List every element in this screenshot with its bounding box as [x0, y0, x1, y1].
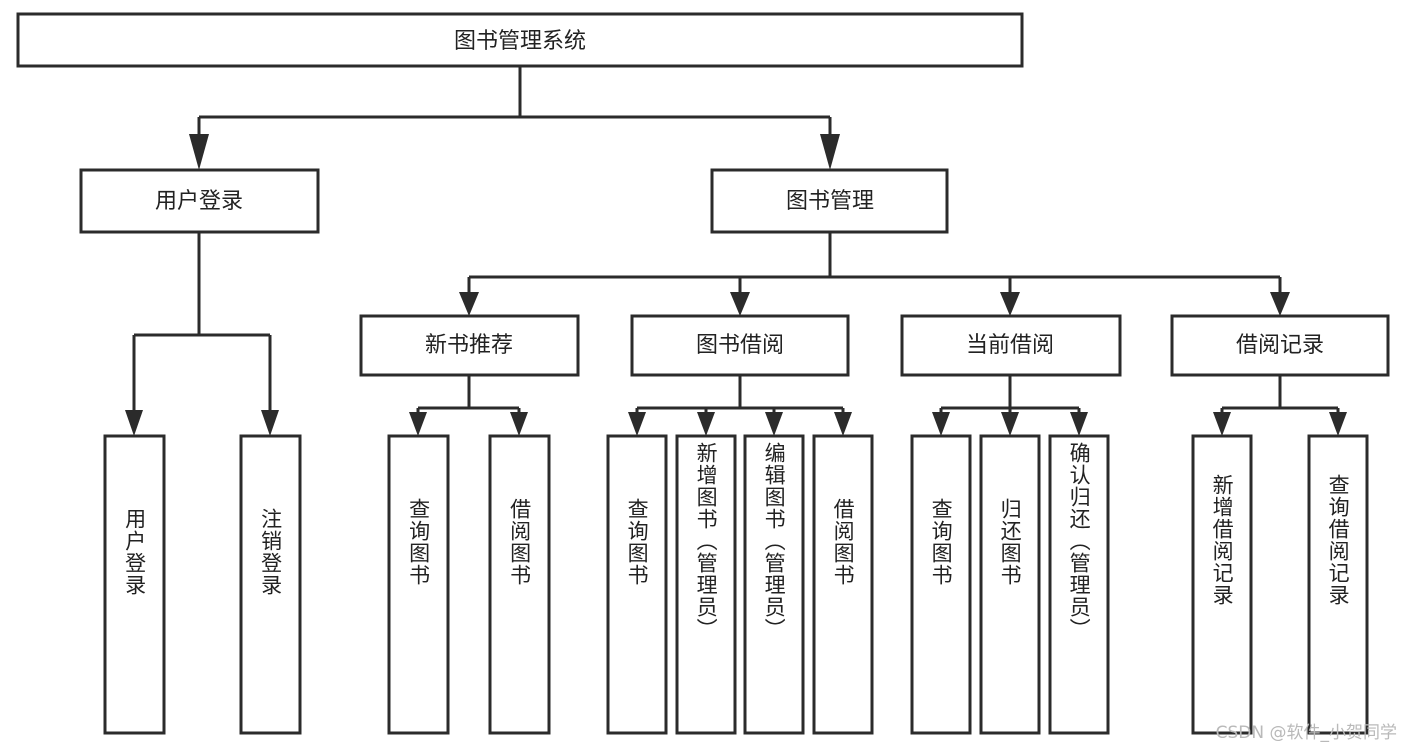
leaf-box[interactable]	[979, 434, 1041, 735]
root-label: 图书管理系统	[454, 29, 586, 54]
arrow-icon	[628, 412, 646, 436]
arrow-icon	[189, 134, 209, 170]
leaf-box[interactable]	[812, 434, 874, 735]
node-borrow-record[interactable]	[1170, 314, 1390, 377]
arrow-icon	[459, 292, 479, 316]
node-box	[900, 314, 1122, 377]
connector-bookborrow-to-leaves	[628, 375, 852, 436]
arrow-icon	[834, 412, 852, 436]
leaf-box[interactable]	[675, 434, 737, 735]
node-label-new-book-recommend: 新书推荐	[425, 333, 513, 358]
node-box	[630, 314, 850, 377]
arrow-icon	[820, 134, 840, 170]
node-root-system[interactable]	[16, 12, 1024, 68]
arrow-icon	[1070, 412, 1088, 436]
node-book-borrow[interactable]	[630, 314, 850, 377]
connector-root-to-level1	[189, 66, 840, 170]
node-new-book-recommend[interactable]	[359, 314, 580, 377]
leaf-box[interactable]	[239, 434, 302, 735]
node-box	[1170, 314, 1390, 377]
node-label-book-management: 图书管理	[786, 189, 874, 214]
arrow-icon	[1001, 412, 1019, 436]
node-label-user-login: 用户登录	[155, 189, 243, 214]
arrow-icon	[1270, 292, 1290, 316]
node-box	[79, 168, 320, 234]
node-box	[359, 314, 580, 377]
arrow-icon	[1213, 412, 1231, 436]
arrow-icon	[765, 412, 783, 436]
arrow-icon	[261, 410, 279, 436]
node-label-book-borrow: 图书借阅	[696, 333, 784, 358]
leaf-box[interactable]	[910, 434, 972, 735]
node-label-borrow-record: 借阅记录	[1236, 333, 1324, 358]
arrow-icon	[409, 412, 427, 436]
leaf-box[interactable]	[488, 434, 551, 735]
leaf-box[interactable]	[103, 434, 166, 735]
arrow-icon	[1000, 292, 1020, 316]
arrow-icon	[730, 292, 750, 316]
connector-borrowrecord-to-leaves	[1213, 375, 1347, 436]
leaf-box[interactable]	[743, 434, 805, 735]
leaf-box[interactable]	[1048, 434, 1110, 735]
node-current-borrow[interactable]	[900, 314, 1122, 377]
connector-bookmgmt-to-level2	[459, 232, 1290, 316]
node-user-login[interactable]	[79, 168, 320, 234]
arrow-icon	[1329, 412, 1347, 436]
arrow-icon	[510, 412, 528, 436]
leaf-box[interactable]	[387, 434, 450, 735]
leaf-box[interactable]	[1307, 434, 1369, 735]
leaf-box[interactable]	[1191, 434, 1253, 735]
connector-currentborrow-to-leaves	[932, 375, 1088, 436]
arrow-icon	[697, 412, 715, 436]
leaf-box[interactable]	[606, 434, 668, 735]
arrow-icon	[125, 410, 143, 436]
connector-userlogin-to-leaves	[125, 232, 279, 436]
arrow-icon	[932, 412, 950, 436]
connector-newbook-to-leaves	[409, 375, 528, 436]
node-box	[16, 12, 1024, 68]
node-label-current-borrow: 当前借阅	[966, 333, 1054, 358]
